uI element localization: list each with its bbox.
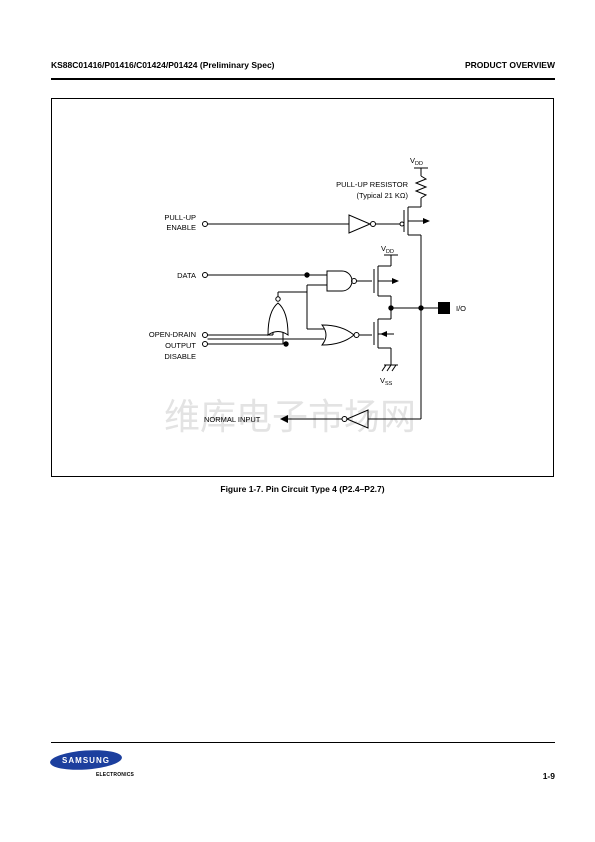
vss-label: VSS (380, 376, 393, 387)
page-number: 1-9 (542, 771, 555, 781)
figure-frame: 维库电子市场网 (51, 98, 554, 477)
footer-divider (51, 742, 555, 743)
electronics-text: ELECTRONICS (96, 772, 135, 778)
watermark-text: 维库电子市场网 (164, 397, 416, 438)
pullup-enable-label-2: ENABLE (166, 223, 196, 232)
pullup-resistor-label: PULL-UP RESISTOR (336, 180, 408, 189)
or-gate-middle (267, 302, 289, 336)
data-label: DATA (177, 271, 196, 280)
io-pad (438, 302, 450, 314)
normal-input-label: NORMAL INPUT (204, 415, 261, 424)
document-title: KS88C01416/P01416/C01424/P01424 (Prelimi… (51, 60, 275, 70)
figure-caption: Figure 1-7. Pin Circuit Type 4 (P2.4–P2.… (220, 484, 385, 494)
open-drain-label-3: DISABLE (164, 352, 196, 361)
vdd-top-label: VDD (410, 156, 423, 167)
vdd-mid-label: VDD (381, 244, 394, 255)
pin-circuit-diagram: 维库电子市场网 (149, 156, 466, 438)
header-divider (51, 78, 555, 80)
io-label: I/O (456, 304, 466, 313)
logo-text: SAMSUNG (62, 756, 110, 765)
nand-gate-top (326, 270, 353, 292)
pullup-typical-label: (Typical 21 KΩ) (357, 191, 409, 200)
open-drain-label-2: OUTPUT (165, 341, 196, 350)
samsung-logo: SAMSUNG (48, 749, 124, 776)
section-title: PRODUCT OVERVIEW (464, 60, 555, 70)
nor-gate-bottom (320, 324, 355, 346)
open-drain-label-1: OPEN-DRAIN (149, 330, 196, 339)
pullup-resistor-symbol (414, 175, 428, 199)
pullup-enable-label-1: PULL-UP (164, 213, 196, 222)
